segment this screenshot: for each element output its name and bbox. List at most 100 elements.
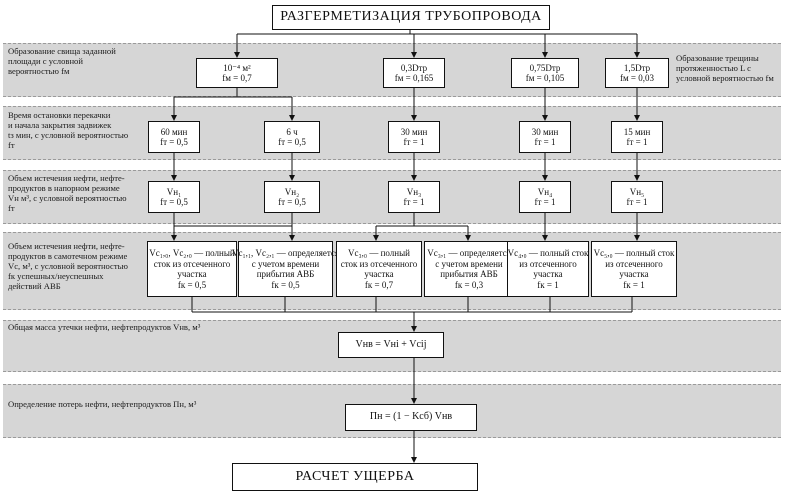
final-box: РАСЧЕТ УЩЕРБА [232,463,478,491]
volume-box-2: Vн₂ fт = 0,5 [264,181,320,213]
time-box-3-duration: 30 мин [400,126,428,137]
leak-box-3-prob: fм = 0,105 [525,73,565,83]
volume-box-5: Vн₅ fт = 1 [611,181,663,213]
leak-box-1: 10⁻⁴ м² fм = 0,7 [196,58,278,88]
leak-box-3: 0,75Dтр fм = 0,105 [511,58,579,88]
label-losses: Определение потерь нефти, нефтепродуктов… [8,399,308,409]
label-leak-right-line3: условной вероятностью fм [676,73,774,83]
label-losses-line1: Определение потерь нефти, нефтепродуктов… [8,399,197,409]
label-leak-right-line1: Образование трещины [676,53,759,63]
gravity-box-4-line2: с учетом времени [435,258,503,269]
total-formula-box: Vнв = Vнi + Vсij [338,332,444,358]
gravity-box-3-prob: fк = 0,7 [364,279,394,290]
label-stop-time-line2: и начала закрытия задвижек [8,120,112,130]
volume-box-2-prob: fт = 0,5 [278,197,306,207]
gravity-box-4-line3: прибытия АВБ [440,269,498,279]
total-formula: Vнв = Vнi + Vсij [355,338,427,350]
volume-box-1-prob: fт = 0,5 [160,197,188,207]
gravity-box-3-line3: участка [364,269,394,279]
leak-box-4: 1,5Dтр fм = 0,03 [605,58,669,88]
time-box-5: 15 мин fт = 1 [611,121,663,153]
gravity-box-2-line3: прибытия АВБ [256,269,315,279]
gravity-box-1-line1: Vс₁,₀, Vс₂,₀ — полный [149,248,235,258]
gravity-box-2-line2: с учетом времени [251,258,320,269]
label-pressure: Объем истечения нефти, нефте- продуктов … [8,173,158,213]
volume-box-3: Vн₃ fт = 1 [388,181,440,213]
time-box-2: 6 ч fт = 0,5 [264,121,320,153]
volume-box-2-symbol: Vн₂ [284,186,300,197]
gravity-box-2-prob: fк = 0,5 [271,279,300,290]
label-leak-left-line2: площади с условной [8,56,83,66]
losses-formula: Пн = (1 − Kсб) Vнв [369,411,453,423]
title-text: РАЗГЕРМЕТИЗАЦИЯ ТРУБОПРОВОДА [280,9,542,25]
label-gravity-line5: действий АВБ [8,281,61,291]
gravity-box-1-line2: сток из отсеченного [153,258,231,269]
final-text: РАСЧЕТ УЩЕРБА [295,468,415,484]
leak-box-2-size: 0,3Dтр [400,62,428,73]
volume-box-3-prob: fт = 1 [403,197,425,207]
gravity-box-4-prob: fк = 0,3 [454,279,484,290]
volume-box-4-prob: fт = 1 [534,197,556,207]
volume-box-1: Vн₁ fт = 0,5 [148,181,200,213]
label-leak-right-line2: протяженностью L с [676,63,751,73]
leak-box-1-prob: fм = 0,7 [222,73,252,83]
label-gravity-line1: Объем истечения нефти, нефте- [8,241,125,251]
gravity-box-1-line3: участка [177,269,207,279]
gravity-box-4-line1: Vс₃,₁ — определяется [427,248,511,258]
gravity-box-6-line2: из отсеченного [605,258,663,269]
gravity-box-2-line1: Vс₁,₁, Vс₂,₁ — определяется [231,248,340,258]
label-leak-left-line3: вероятностью fм [8,66,70,76]
time-box-4-duration: 30 мин [531,126,559,137]
leak-box-3-size: 0,75Dтр [529,62,561,73]
time-box-1-duration: 60 мин [160,126,188,137]
gravity-box-6-line3: участка [619,269,649,279]
label-gravity-line2: продуктов в самотечном режиме [8,251,128,261]
label-gravity-line3: Vс, м³, с условной вероятностью [8,261,128,271]
gravity-box-1: Vс₁,₀, Vс₂,₀ — полный сток из отсеченног… [147,241,237,297]
label-stop-time-line4: fт [8,140,15,150]
time-box-3: 30 мин fт = 1 [388,121,440,153]
leak-box-2: 0,3Dтр fм = 0,165 [383,58,445,88]
label-pressure-line4: fт [8,203,15,213]
time-box-2-prob: fт = 0,5 [278,137,306,147]
label-leak-left-line1: Образование свища заданной [8,46,116,56]
losses-formula-box: Пн = (1 − Kсб) Vнв [345,404,477,431]
gravity-box-3-line1: Vс₃,₀ — полный [348,248,410,258]
volume-box-5-symbol: Vн₅ [629,186,645,197]
gravity-box-6-line1: Vс₅,₀ — полный сток [593,248,675,258]
volume-box-3-symbol: Vн₃ [406,186,422,197]
leak-box-4-prob: fм = 0,03 [619,73,655,83]
label-total: Общая масса утечки нефти, нефтепродуктов… [8,322,308,332]
time-box-1: 60 мин fт = 0,5 [148,121,200,153]
time-box-4-prob: fт = 1 [534,137,556,147]
label-total-line1: Общая масса утечки нефти, нефтепродуктов… [8,322,201,332]
time-box-5-duration: 15 мин [623,126,651,137]
volume-box-4-symbol: Vн₄ [537,186,553,197]
leak-box-2-prob: fм = 0,165 [394,73,434,83]
label-leak-left: Образование свища заданной площади с усл… [8,46,158,76]
time-box-2-duration: 6 ч [286,126,298,137]
gravity-box-1-prob: fк = 0,5 [177,279,207,290]
time-box-1-prob: fт = 0,5 [160,137,188,147]
label-stop-time: Время остановки перекачки и начала закры… [8,110,158,150]
label-stop-time-line1: Время остановки перекачки [8,110,111,120]
label-pressure-line1: Объем истечения нефти, нефте- [8,173,125,183]
volume-box-5-prob: fт = 1 [626,197,648,207]
gravity-box-5-line2: из отсеченного [519,258,577,269]
label-gravity-line4: fк успешных/неуспешных [8,271,104,281]
time-box-4: 30 мин fт = 1 [519,121,571,153]
gravity-box-6-prob: fк = 1 [623,279,645,290]
gravity-box-6: Vс₅,₀ — полный сток из отсеченного участ… [591,241,677,297]
gravity-box-2: Vс₁,₁, Vс₂,₁ — определяется с учетом вре… [232,241,339,297]
label-gravity: Объем истечения нефти, нефте- продуктов … [8,241,158,291]
gravity-box-3: Vс₃,₀ — полный сток из отсеченного участ… [336,241,422,297]
leak-box-1-area: 10⁻⁴ м² [223,62,251,73]
volume-box-4: Vн₄ fт = 1 [519,181,571,213]
volume-box-1-symbol: Vн₁ [166,186,182,197]
leak-box-4-size: 1,5Dтр [623,62,651,73]
gravity-box-5-line1: Vс₄,₀ — полный сток [507,248,589,258]
label-pressure-line2: продуктов в напорном режиме [8,183,120,193]
gravity-box-5: Vс₄,₀ — полный сток из отсеченного участ… [507,241,589,297]
gravity-box-4: Vс₃,₁ — определяется с учетом времени пр… [424,241,514,297]
